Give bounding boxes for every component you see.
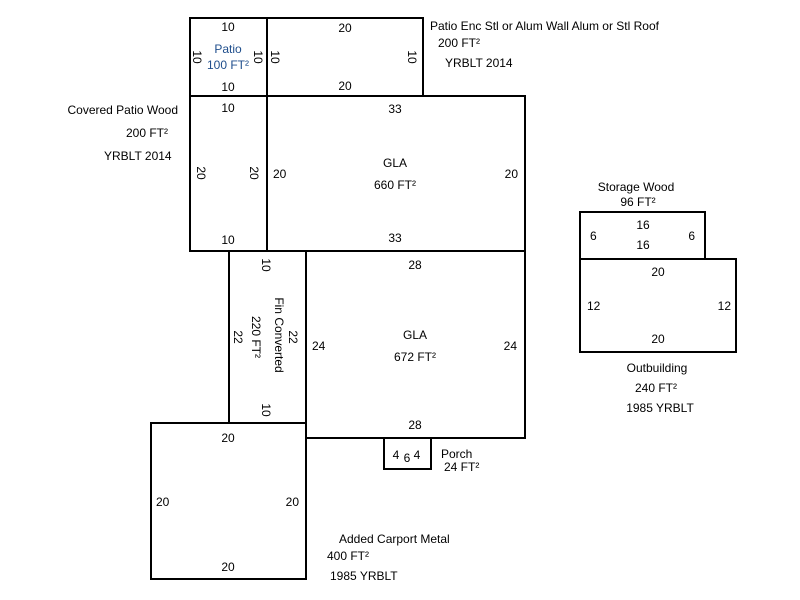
- porch-label: Porch: [441, 447, 472, 461]
- gla2-dim-bottom: 28: [408, 418, 422, 432]
- gla2-dim-left: 24: [312, 339, 326, 353]
- porch-shape: [383, 437, 432, 470]
- patio-enc-year: YRBLT 2014: [445, 56, 513, 70]
- covered-patio-dim-bottom: 10: [221, 233, 235, 247]
- outbuilding-dim-left: 12: [587, 299, 601, 313]
- gla2-label: GLA: [403, 328, 427, 342]
- storage-dim-bottom: 16: [636, 238, 650, 252]
- porch-dim-middle: 6: [404, 451, 411, 465]
- patio-dim-right: 10: [251, 50, 265, 64]
- patio-enc-dim-right: 10: [405, 50, 419, 64]
- covered-patio-year: YRBLT 2014: [104, 149, 172, 163]
- fin-area: 220 FT²: [249, 316, 263, 358]
- fin-dim-left: 22: [231, 330, 245, 344]
- gla1-area: 660 FT²: [374, 178, 416, 192]
- fin-dim-top: 10: [259, 258, 273, 272]
- outbuilding-shape: [579, 258, 737, 353]
- outbuilding-year: 1985 YRBLT: [626, 401, 694, 415]
- gla1-dim-bottom: 33: [388, 231, 402, 245]
- porch-dim-right: 4: [414, 448, 421, 462]
- gla2-dim-right: 24: [504, 339, 518, 353]
- covered-patio-dim-right: 20: [247, 166, 261, 180]
- gla1-label: GLA: [383, 156, 407, 170]
- outbuilding-dim-top: 20: [651, 265, 665, 279]
- patio-enc-dim-left: 10: [268, 50, 282, 64]
- gla1-dim-right: 20: [505, 167, 519, 181]
- storage-area: 96 FT²: [620, 195, 655, 209]
- patio-area: 100 FT²: [207, 58, 249, 72]
- covered-patio-dim-left: 20: [194, 166, 208, 180]
- patio-enc-label: Patio Enc Stl or Alum Wall Alum or Stl R…: [430, 19, 660, 33]
- patio-enc-dim-bottom: 20: [338, 79, 352, 93]
- carport-area: 400 FT²: [327, 549, 369, 563]
- carport-year: 1985 YRBLT: [330, 569, 398, 583]
- gla2-shape: [305, 250, 526, 439]
- fin-dim-bottom: 10: [259, 403, 273, 417]
- patio-dim-bottom: 10: [221, 80, 235, 94]
- gla1-dim-left: 20: [273, 167, 287, 181]
- patio-label: Patio: [214, 42, 242, 56]
- fin-label: Fin Converted: [272, 297, 286, 372]
- carport-dim-right: 20: [286, 495, 300, 509]
- storage-dim-right: 6: [688, 229, 695, 243]
- patio-dim-top: 10: [221, 20, 235, 34]
- gla2-area: 672 FT²: [394, 350, 436, 364]
- carport-label: Added Carport Metal: [339, 532, 450, 546]
- covered-patio-dim-top: 10: [221, 101, 235, 115]
- carport-dim-left: 20: [156, 495, 170, 509]
- storage-dim-top: 16: [636, 218, 650, 232]
- storage-label: Storage Wood: [598, 180, 675, 194]
- storage-dim-left: 6: [590, 229, 597, 243]
- porch-dim-left: 4: [393, 448, 400, 462]
- carport-shape: [150, 422, 307, 580]
- outbuilding-dim-right: 12: [718, 299, 732, 313]
- fin-dim-right: 22: [286, 330, 300, 344]
- gla2-dim-top: 28: [408, 258, 422, 272]
- gla1-shape: [266, 95, 526, 252]
- outbuilding-label: Outbuilding: [627, 361, 688, 375]
- porch-area: 24 FT²: [444, 460, 479, 474]
- covered-patio-area: 200 FT²: [126, 126, 168, 140]
- gla1-dim-top: 33: [388, 102, 402, 116]
- patio-dim-left: 10: [190, 50, 204, 64]
- carport-dim-bottom: 20: [221, 560, 235, 574]
- covered-patio-label: Covered Patio Wood: [67, 103, 178, 117]
- carport-dim-top: 20: [221, 431, 235, 445]
- patio-enc-dim-top: 20: [338, 21, 352, 35]
- outbuilding-area: 240 FT²: [635, 381, 677, 395]
- outbuilding-dim-bottom: 20: [651, 332, 665, 346]
- patio-enc-area: 200 FT²: [438, 36, 480, 50]
